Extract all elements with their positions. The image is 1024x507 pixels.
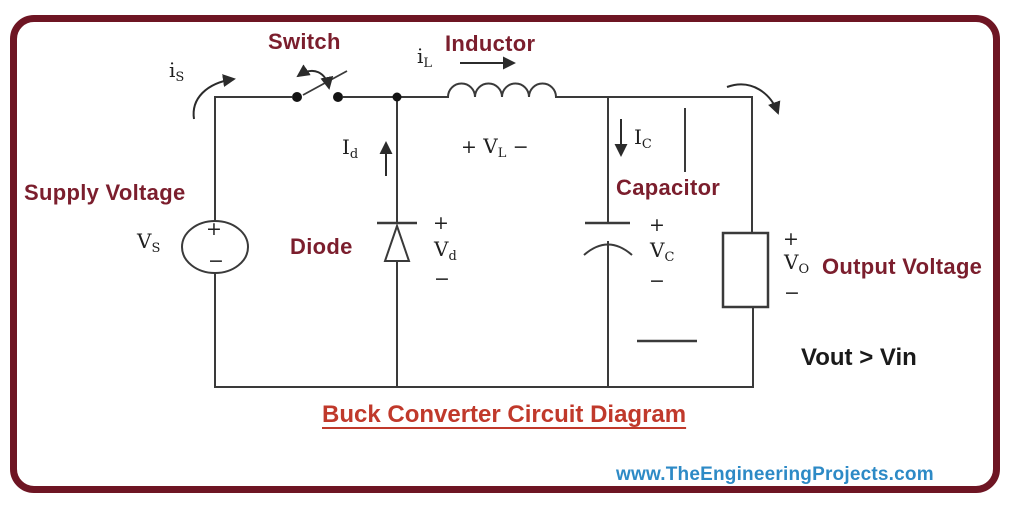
diode-label: Diode — [290, 234, 353, 259]
capacitor-voltage-base: V — [650, 238, 665, 262]
supply-voltage-label: Supply Voltage — [24, 180, 186, 205]
capacitor-current-sub: C — [641, 137, 652, 152]
wire-source-to-switch — [214, 96, 292, 221]
inductor-voltage-sub: L — [497, 146, 507, 161]
output-current-arrow — [726, 83, 781, 115]
inductor-plus-sign: + — [461, 136, 477, 158]
diode-current-base: I — [342, 135, 350, 159]
capacitor-curved-plate — [583, 243, 633, 256]
junction-dot — [392, 92, 402, 102]
capacitor-voltage-sub: C — [664, 250, 675, 265]
voltage-relation-text: Vout > Vin — [801, 344, 917, 371]
source-voltage-sub: S — [151, 241, 161, 256]
output-voltage-label: Output Voltage — [822, 254, 983, 279]
output-voltage-sub: O — [798, 262, 810, 277]
diode-minus-sign: − — [434, 268, 450, 290]
voltage-source-symbol — [181, 220, 249, 274]
source-voltage-base: V — [137, 229, 152, 253]
source-current-label: iS — [169, 58, 184, 85]
output-voltage-value-label: VO — [784, 250, 809, 277]
source-current-arrow — [192, 74, 236, 120]
inductor-label: Inductor — [445, 31, 536, 56]
capacitor-voltage-label: VC — [650, 238, 674, 265]
diode-voltage-base: V — [434, 237, 449, 261]
output-plus-sign: + — [783, 228, 799, 250]
wire-top-with-inductor-coil — [343, 82, 753, 233]
inductor-voltage-group: + VL − — [461, 134, 529, 161]
inductor-current-sub: L — [423, 56, 433, 71]
diode-voltage-label: Vd — [434, 237, 457, 264]
figure-border — [10, 15, 1000, 493]
capacitor-current-label: IC — [634, 125, 652, 152]
diode-current-label: Id — [342, 135, 358, 162]
inductor-minus-sign: − — [512, 136, 529, 158]
diagram-title: Buck Converter Circuit Diagram — [322, 401, 687, 428]
source-voltage-label: VS — [137, 229, 160, 256]
source-current-base: i — [169, 58, 176, 82]
diode-triangle — [383, 222, 411, 262]
diode-symbol — [377, 221, 417, 262]
capacitor-minus-sign: − — [649, 270, 665, 292]
source-plus-sign: + — [206, 218, 222, 240]
inductor-voltage-base: V — [483, 134, 498, 158]
switch-contact-left — [292, 92, 302, 102]
switch-toggle-arrow — [296, 64, 334, 90]
capacitor-plus-sign: + — [649, 214, 665, 236]
inductor-current-base: i — [417, 44, 424, 68]
wire-bottom-return — [214, 273, 754, 388]
source-current-sub: S — [175, 70, 185, 85]
diode-voltage-sub: d — [448, 249, 457, 264]
source-minus-sign: − — [208, 250, 224, 272]
diode-current-sub: d — [349, 147, 359, 162]
output-voltage-base: V — [784, 250, 799, 274]
capacitor-label: Capacitor — [616, 175, 721, 200]
inductor-current-label: iL — [417, 44, 432, 71]
diode-plus-sign: + — [433, 212, 449, 234]
switch-label: Switch — [268, 29, 341, 54]
switch-blade — [302, 70, 348, 96]
capacitor-symbol — [583, 221, 633, 256]
output-minus-sign: − — [784, 282, 800, 304]
capacitor-current-base: I — [634, 125, 642, 149]
load-resistor-symbol — [721, 231, 770, 309]
switch-contact-right — [333, 92, 343, 102]
watermark-url: www.TheEngineeringProjects.com — [616, 464, 934, 485]
